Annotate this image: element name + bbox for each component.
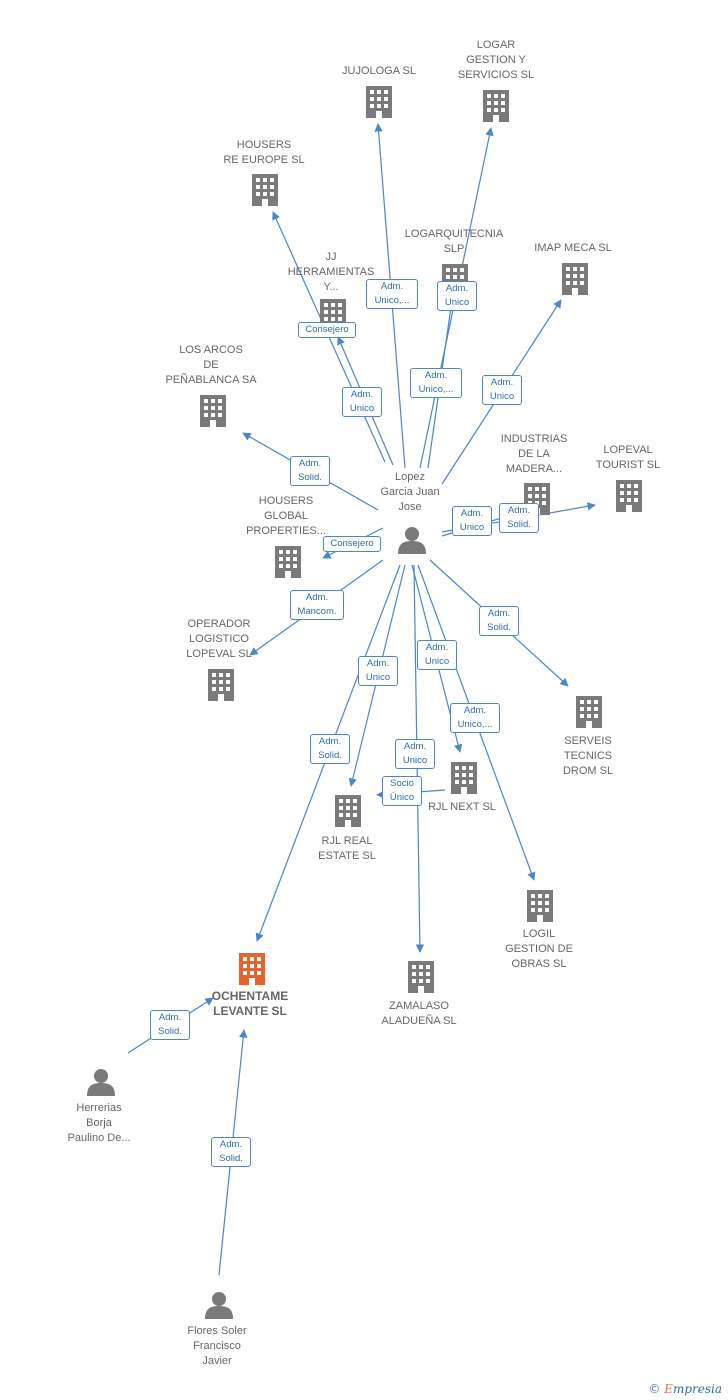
node-label-operador[interactable]: OPERADOR LOGISTICO LOPEVAL SL [186,618,252,660]
node-label-jujologa[interactable]: JUJOLOGA SL [342,65,416,77]
node-label-flores[interactable]: Flores Soler Francisco Javier [187,1325,247,1367]
node-label-zamalaso[interactable]: ZAMALASO ALADUEÑA SL [381,1000,457,1027]
edge-label-lopez-to-imap[interactable]: Adm. Unico [482,375,522,405]
edge-label-lopez-to-jujologa[interactable]: Adm. Unico,... [366,279,418,309]
building-icon-imap[interactable] [562,263,588,295]
copyright-symbol: © [648,1382,661,1396]
node-label-rjl_real[interactable]: RJL REAL ESTATE SL [318,835,376,862]
building-icon-serveis[interactable] [576,696,602,728]
node-label-housers_g[interactable]: HOUSERS GLOBAL PROPERTIES... [246,495,326,537]
edge-label-lopez-to-housers_re[interactable]: Consejero [298,322,356,338]
building-icon-logil[interactable] [527,890,553,922]
person-icon-flores[interactable] [205,1292,233,1319]
edge-label-herrerias-to-ochentame[interactable]: Adm. Solid. [150,1010,190,1040]
edge-label-flores-to-ochentame[interactable]: Adm. Solid. [211,1137,251,1167]
edge-label-lopez-to-logar[interactable]: Adm. Unico [437,281,477,311]
building-icon-logar[interactable] [483,90,509,122]
building-icon-rjl_next[interactable] [451,762,477,794]
node-label-logar[interactable]: LOGAR GESTION Y SERVICIOS SL [457,39,535,81]
node-label-imap[interactable]: IMAP MECA SL [534,242,612,254]
edges-layer [127,123,596,1276]
building-icon-operador[interactable] [208,669,234,701]
node-label-lopeval_t[interactable]: LOPEVAL TOURIST SL [595,444,661,471]
edge-label-lopez-to-jj[interactable]: Adm. Unico [342,387,382,417]
node-label-jj[interactable]: JJ HERRAMIENTAS Y... [287,251,375,293]
building-icon-rjl_real[interactable] [335,795,361,827]
node-label-housers_re[interactable]: HOUSERS RE EUROPE SL [223,139,305,166]
node-label-logil[interactable]: LOGIL GESTION DE OBRAS SL [505,928,573,970]
building-icon-housers_g[interactable] [275,546,301,578]
edge-label-lopez-to-logarquitecnia[interactable]: Adm. Unico,... [410,368,462,398]
node-label-serveis[interactable]: SERVEIS TECNICS DROM SL [562,735,614,777]
node-label-industrias[interactable]: INDUSTRIAS DE LA MADERA... [500,433,568,475]
node-label-rjl_next[interactable]: RJL NEXT SL [428,801,496,813]
building-icon-jujologa[interactable] [366,86,392,118]
building-icon-lopeval_t[interactable] [616,480,642,512]
edge-label-lopez-to-losarcos[interactable]: Adm. Solid. [290,456,330,486]
node-label-losarcos[interactable]: LOS ARCOS DE PEÑABLANCA SA [165,344,257,386]
person-icon-lopez[interactable] [398,527,426,554]
edge-label-rjl_next-to-rjl_real[interactable]: Socio Único [382,776,422,806]
node-label-lopez[interactable]: Lopez Garcia Juan Jose [380,471,440,513]
edge-label-lopez-to-ochentame[interactable]: Adm. Solid. [310,734,350,764]
edge-label-lopez-to-zamalaso[interactable]: Adm. Unico [395,739,435,769]
edge-label-lopez-to-rjl_real[interactable]: Adm. Unico [358,656,398,686]
building-icon-zamalaso[interactable] [408,961,434,993]
node-label-herrerias[interactable]: Herrerias Borja Paulino De... [67,1102,131,1144]
building-icon-losarcos[interactable] [200,395,226,427]
person-icon-herrerias[interactable] [87,1069,115,1096]
edge-label-lopez-to-lopeval_t[interactable]: Adm. Solid. [499,503,539,533]
brand-initial: E [664,1382,673,1396]
building-icon-housers_re[interactable] [252,174,278,206]
edge-label-lopez-to-housers_g[interactable]: Consejero [323,536,381,552]
edge-label-lopez-to-logil[interactable]: Adm. Unico,... [450,703,500,733]
footer-brand: © Empresia [648,1382,722,1396]
focus-building-icon-ochentame[interactable] [239,953,265,985]
node-label-logarquitecnia[interactable]: LOGARQUITECNIA SLP [404,228,504,255]
brand-name: mpresia [672,1382,722,1396]
edge-label-lopez-to-operador[interactable]: Adm. Mancom. [290,590,344,620]
edge-label-lopez-to-serveis[interactable]: Adm. Solid. [479,606,519,636]
edge-label-lopez-to-industrias[interactable]: Adm. Unico [452,506,492,536]
node-label-ochentame[interactable]: OCHENTAME LEVANTE SL [211,989,289,1018]
edge-label-lopez-to-rjl_next[interactable]: Adm. Unico [417,640,457,670]
